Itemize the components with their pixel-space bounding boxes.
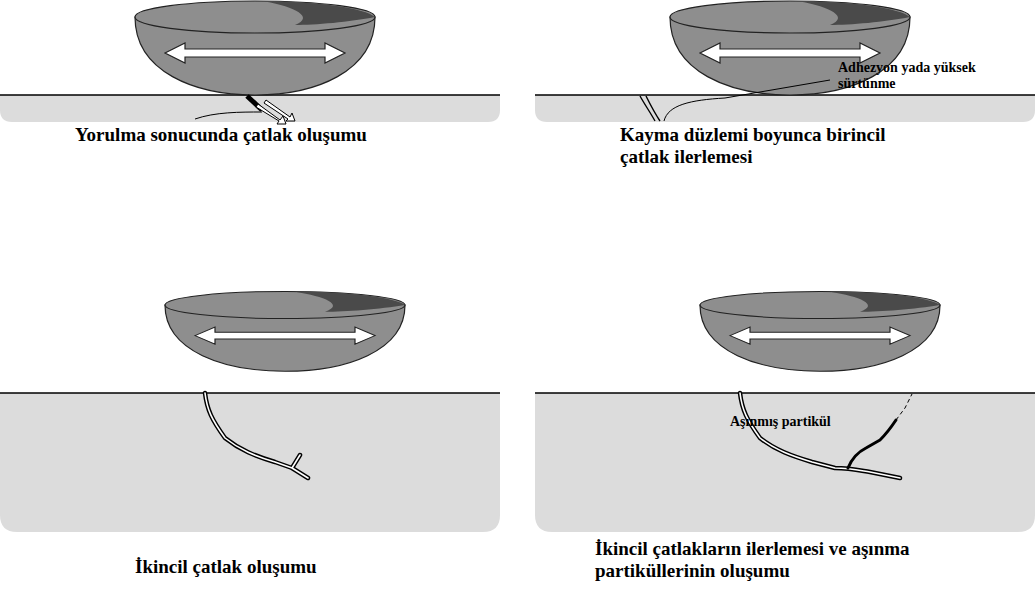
callout-label: Adhezyon yada yüksek sürtünme [838, 60, 988, 92]
panel-caption: İkincil çatlak oluşumu [135, 556, 317, 578]
panel-caption: İkincil çatlakların ilerlemesi ve aşınma… [595, 538, 1025, 582]
panel-caption: Yorulma sonucunda çatlak oluşumu [75, 124, 367, 146]
callout-label: Aşınmış partikül [730, 414, 831, 430]
panel-caption: Kayma düzlemi boyunca birincil çatlak il… [620, 124, 910, 168]
